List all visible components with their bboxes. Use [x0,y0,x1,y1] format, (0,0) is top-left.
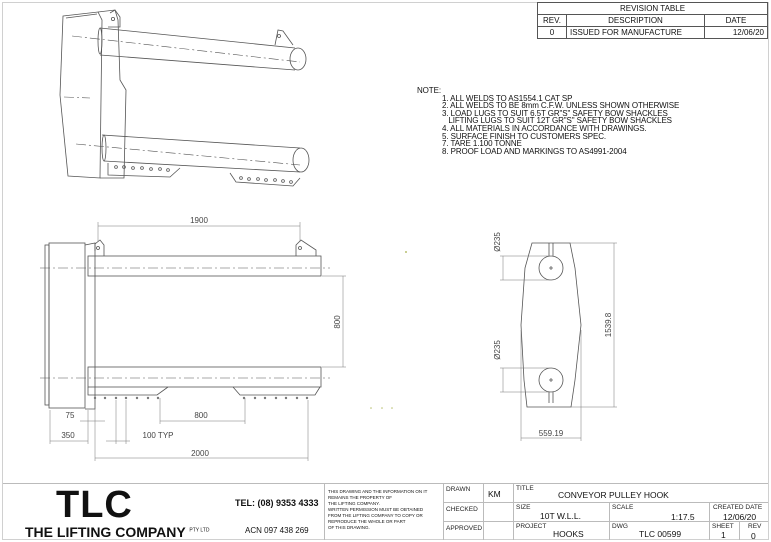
title-value: CONVEYOR PULLEY HOOK [558,490,669,500]
size-value: 10T W.L.L. [540,511,581,521]
rev-value: 0 [751,531,756,541]
side-view [40,222,346,461]
end-view [500,242,617,441]
size-label: SIZE [516,504,531,511]
approved-label: APPROVED [446,525,483,532]
technical-drawing: 1900 800 800 75 350 100 TYP 2000 Ø235 Ø2… [40,9,617,461]
notes-block: NOTE: 1. ALL WELDS TO AS1554.1 CAT SP 2.… [417,87,679,155]
dwg-label: DWG [612,523,628,530]
company-logo: TLC [56,484,133,526]
company-acn: ACN 097 438 269 [245,526,309,535]
dim-tube-gap: 800 [333,315,342,329]
scale-label: SCALE [612,504,634,511]
note-item: 1. ALL WELDS TO AS1554.1 CAT SP [442,93,573,103]
notes-heading: NOTE: [417,86,441,95]
project-value: HOOKS [553,529,584,539]
dim-width: 559.19 [539,429,564,438]
note-item: LIFTING LUGS TO SUIT 12T GR"S" SAFETY BO… [442,116,672,126]
description-cell: ISSUED FOR MANUFACTURE [566,26,705,39]
disclaimer: THIS DRAWING AND THE INFORMATION ON IT R… [328,489,428,530]
company-name: THE LIFTING COMPANY PTY LTD [25,524,210,540]
rev-label: REV [748,523,762,530]
dwg-value: TLC 00599 [639,529,682,539]
dim-top-tube-dia: Ø235 [493,232,502,252]
note-item: 7. TARE 1.100 TONNE [442,139,522,149]
dim-pad-gap: 800 [194,411,208,420]
dim-lug-spacing: 1900 [190,216,208,225]
dim-overall-length: 2000 [191,449,209,458]
dim-edge-offset: 75 [66,411,75,420]
revision-table: REVISION TABLE REV. DESCRIPTION DATE 0 I… [537,2,768,39]
bolt-holes [114,165,293,184]
isometric-view [59,9,310,187]
table-row: 0 ISSUED FOR MANUFACTURE 12/06/20 [537,26,768,39]
title-block: TLC THE LIFTING COMPANY PTY LTD TEL: (08… [3,483,768,541]
note-item: 3. LOAD LUGS TO SUIT 6.5T GR"S" SAFETY B… [442,108,668,118]
date-cell: 12/06/20 [704,26,768,39]
company-tel: TEL: (08) 9353 4333 [235,498,319,508]
dim-plate-depth: 350 [61,431,75,440]
dim-hole-pitch: 100 TYP [143,431,174,440]
created-date-value: 12/06/20 [723,512,757,522]
title-label: TITLE [516,485,534,492]
sheet-label: SHEET [712,523,734,530]
company-suffix: PTY LTD [189,527,210,534]
note-item: 4. ALL MATERIALS IN ACCORDANCE WITH DRAW… [442,123,647,133]
note-item: 8. PROOF LOAD AND MARKINGS TO AS4991-200… [442,146,627,156]
scale-value: 1:17.5 [671,512,695,522]
created-date-label: CREATED DATE [713,504,763,511]
sheet-value: 1 [721,530,726,540]
note-item: 5. SURFACE FINISH TO CUSTOMERS SPEC. [442,131,606,141]
dim-bottom-tube-dia: Ø235 [493,340,502,360]
project-label: PROJECT [516,523,547,530]
rev-cell: 0 [537,26,567,39]
note-item: 2. ALL WELDS TO BE 8mm C.F.W. UNLESS SHO… [442,101,680,111]
checked-label: CHECKED [446,506,478,513]
drawn-label: DRAWN [446,486,471,493]
drawn-value: KM [488,489,501,499]
dim-height: 1539.8 [604,312,613,337]
